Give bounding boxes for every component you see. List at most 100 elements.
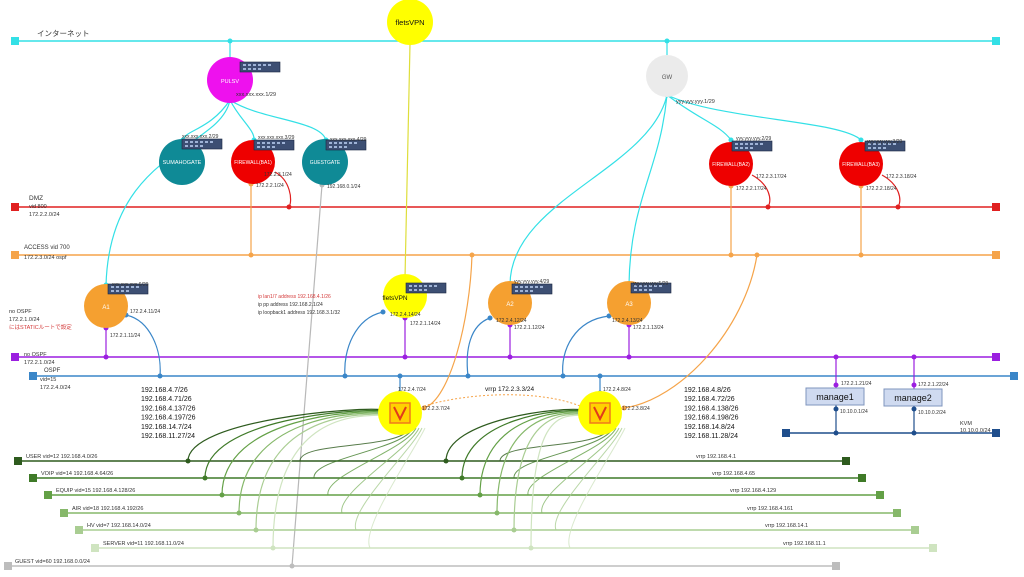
dmz-bus: DMZ vid 800 172.2.2.0/24: [11, 195, 1000, 218]
vlan-label: SERVER vid=11 192.168.11.0/24: [103, 541, 184, 547]
vlan-uplink-sw1: [204, 409, 385, 479]
access-link-dots: [421, 252, 760, 411]
vlan-downlink-sw2: [541, 427, 620, 514]
vlan-tap-sw2: [528, 545, 534, 551]
fletsvpn-cloud: fletsVPN: [387, 0, 433, 45]
vlan-downlink-sw2: [513, 427, 614, 479]
route-entry: 192.168.4.138/26: [684, 405, 739, 412]
guestgate-node: GUESTGATE xxx.xxx.xxx.4/29 192.168.0.1/2…: [302, 137, 367, 190]
access-label: ACCESS vid 700: [24, 245, 70, 251]
gw-label: GW: [662, 75, 673, 81]
manage1-ip2: 10.10.0.1/24: [840, 409, 868, 415]
ospf-label: OSPF: [44, 368, 61, 374]
gw-ip: yyy.yyy.yyy.1/29: [676, 99, 715, 105]
firewall2-label: FIREWALL(BA2): [712, 162, 750, 168]
dmz-subnet: 172.2.2.0/24: [29, 212, 60, 218]
no-ospf-subnet: 172.2.1.0/24: [9, 317, 40, 323]
route-entry: 192.168.4.198/26: [684, 415, 739, 422]
router-a1: A1 xxx.xxx.xxx.6/29 172.2.4.11/24 172.2.…: [84, 282, 160, 339]
l3-switch-1: 172.2.4.7/24 172.2.3.7/24: [378, 387, 450, 435]
access-subnet: 172.2.3.0/24 ospf: [24, 255, 67, 261]
no-ospf-bus: no OSPF 172.2.1.0/24: [11, 352, 1000, 366]
firewall3-node: FIREWALL(BA3) yyy.yyy.yyy.3/29 172.2.3.1…: [839, 139, 917, 192]
access-links: [423, 254, 758, 409]
no-ospf-title: no OSPF: [9, 309, 32, 315]
vlan-tap-sw1: [236, 510, 242, 516]
vlan-label: AIR vid=18 192.168.4.192/26: [72, 506, 143, 512]
firewall1-ip-dmz: 172.2.3.1/24: [264, 172, 292, 178]
kvm-label: KVM: [960, 421, 972, 427]
vlan-vrrp-label: vrrp 192.168.4.129: [730, 488, 776, 494]
route-entry: 192.168.14.8/24: [684, 424, 735, 431]
vlan-vrrp-label: vrrp 192.168.14.1: [765, 523, 808, 529]
vlan-uplink-sw2: [479, 411, 585, 496]
firewall1-ip-top: xxx.xxx.xxx.3/29: [258, 135, 295, 141]
internet-bus: インターネット: [11, 29, 1000, 45]
ospf-vid: vid=15: [40, 377, 56, 383]
firewall2-ip-top: yyy.yyy.yyy.2/29: [736, 136, 772, 142]
vlan-downlink-sw1: [368, 427, 426, 549]
manage1-label: manage1: [816, 392, 854, 402]
vlan-tap-sw1: [219, 492, 225, 498]
router-a2: A2 yyy.yyy.yyy.4/29 172.2.4.12/24 172.2.…: [488, 279, 553, 331]
sw2-ip-access: 172.2.3.8/24: [622, 406, 650, 412]
route-entry: 192.168.4.197/26: [141, 415, 196, 422]
vrrp-label: vrrp 172.2.3.3/24: [485, 386, 535, 393]
router-links: [105, 311, 915, 433]
manage2-server: manage2 172.2.1.22/24 10.10.0.2/24: [883, 382, 949, 416]
fletsvpn2-device-icon: [405, 282, 447, 294]
vlan-downlink-sw1: [341, 427, 420, 514]
access-bus: ACCESS vid 700 172.2.3.0/24 ospf: [11, 245, 1000, 261]
guest-bus: GUEST vid=60 192.168.0.0/24: [4, 559, 840, 570]
vrrp-link: [423, 394, 581, 407]
no-ospf-bus-label: no OSPF: [24, 352, 47, 358]
no-ospf-note: no OSPF 172.2.1.0/24 にはSTATICルートで設定: [9, 309, 72, 331]
vlan-vrrp-label: vrrp 192.168.11.1: [783, 541, 826, 547]
route-entry: 192.168.11.28/24: [684, 433, 738, 440]
pulsv-ip: xxx.xxx.xxx.1/29: [236, 92, 276, 98]
vlan-downlink-sw2: [554, 427, 623, 531]
vlan-end-left: [14, 457, 22, 465]
sw1-ip-top: 172.2.4.7/24: [398, 387, 426, 393]
a1-ip-ospf: 172.2.4.11/24: [130, 309, 160, 315]
vlan-vrrp-label: vrrp 192.168.4.161: [747, 506, 793, 512]
vlan-tap-sw1: [202, 475, 208, 481]
route-entry: 192.168.4.8/26: [684, 387, 731, 394]
vlan-end-right: [842, 457, 850, 465]
vlan-label: VOIP vid=14 192.168.4.64/26: [41, 471, 113, 477]
vlan-end-right: [893, 509, 901, 517]
route-entry: 192.168.4.137/26: [141, 405, 196, 412]
ospf-bus: OSPF vid=15 172.2.4.0/24: [29, 368, 1018, 391]
guestgate-label: GUESTGATE: [310, 160, 341, 166]
a2-ip-noospf: 172.2.1.12/24: [514, 325, 545, 331]
vlan-vrrp-label: vrrp 192.168.4.65: [712, 471, 755, 477]
vlan-uplink-sw1: [238, 412, 385, 514]
vlan-label: EQUIP vid=15 192.168.4.128/26: [56, 488, 135, 494]
manage2-ip: 172.2.1.22/24: [918, 382, 949, 388]
manage1-server: manage1 172.2.1.21/24 10.10.0.1/24: [805, 381, 872, 415]
firewall2-ip-dmz: 172.2.3.17/24: [756, 174, 787, 180]
firewall2-node: FIREWALL(BA2) yyy.yyy.yyy.2/29 172.2.3.1…: [709, 136, 787, 192]
vlan-downlink-sw1: [354, 427, 423, 531]
fletsvpn2-ip-noospf: 172.2.1.14/24: [410, 321, 441, 327]
vlan-tap-sw1: [270, 545, 276, 551]
vlan-end-left: [29, 474, 37, 482]
internet-links: [105, 41, 862, 286]
vlan-label: HV vid=7 192.168.14.0/24: [87, 523, 151, 529]
vlan-tap-sw2: [459, 475, 465, 481]
vlan-downlink-sw1: [327, 427, 417, 496]
a1-ip-noospf: 172.2.1.11/24: [110, 333, 140, 339]
vlan-label: USER vid=12 192.168.4.0/26: [26, 454, 97, 460]
vlan-bus-2: EQUIP vid=15 192.168.4.128/26 vrrp 192.16…: [44, 411, 884, 499]
vlan-uplink-sw2: [461, 409, 585, 479]
vlan-tap-sw2: [443, 458, 449, 464]
vlan-uplink-sw1: [272, 414, 385, 549]
vlan-end-left: [91, 544, 99, 552]
a3-ip-noospf: 172.2.1.13/24: [633, 325, 664, 331]
route-entry: 192.168.11.27/24: [141, 433, 195, 440]
firewall3-ip-dmz: 172.2.3.18/24: [886, 174, 917, 180]
vlan-tap-sw2: [477, 492, 483, 498]
a3-ip-ospf: 172.2.4.13/24: [612, 318, 643, 324]
manage2-ip2: 10.10.0.2/24: [918, 410, 946, 416]
